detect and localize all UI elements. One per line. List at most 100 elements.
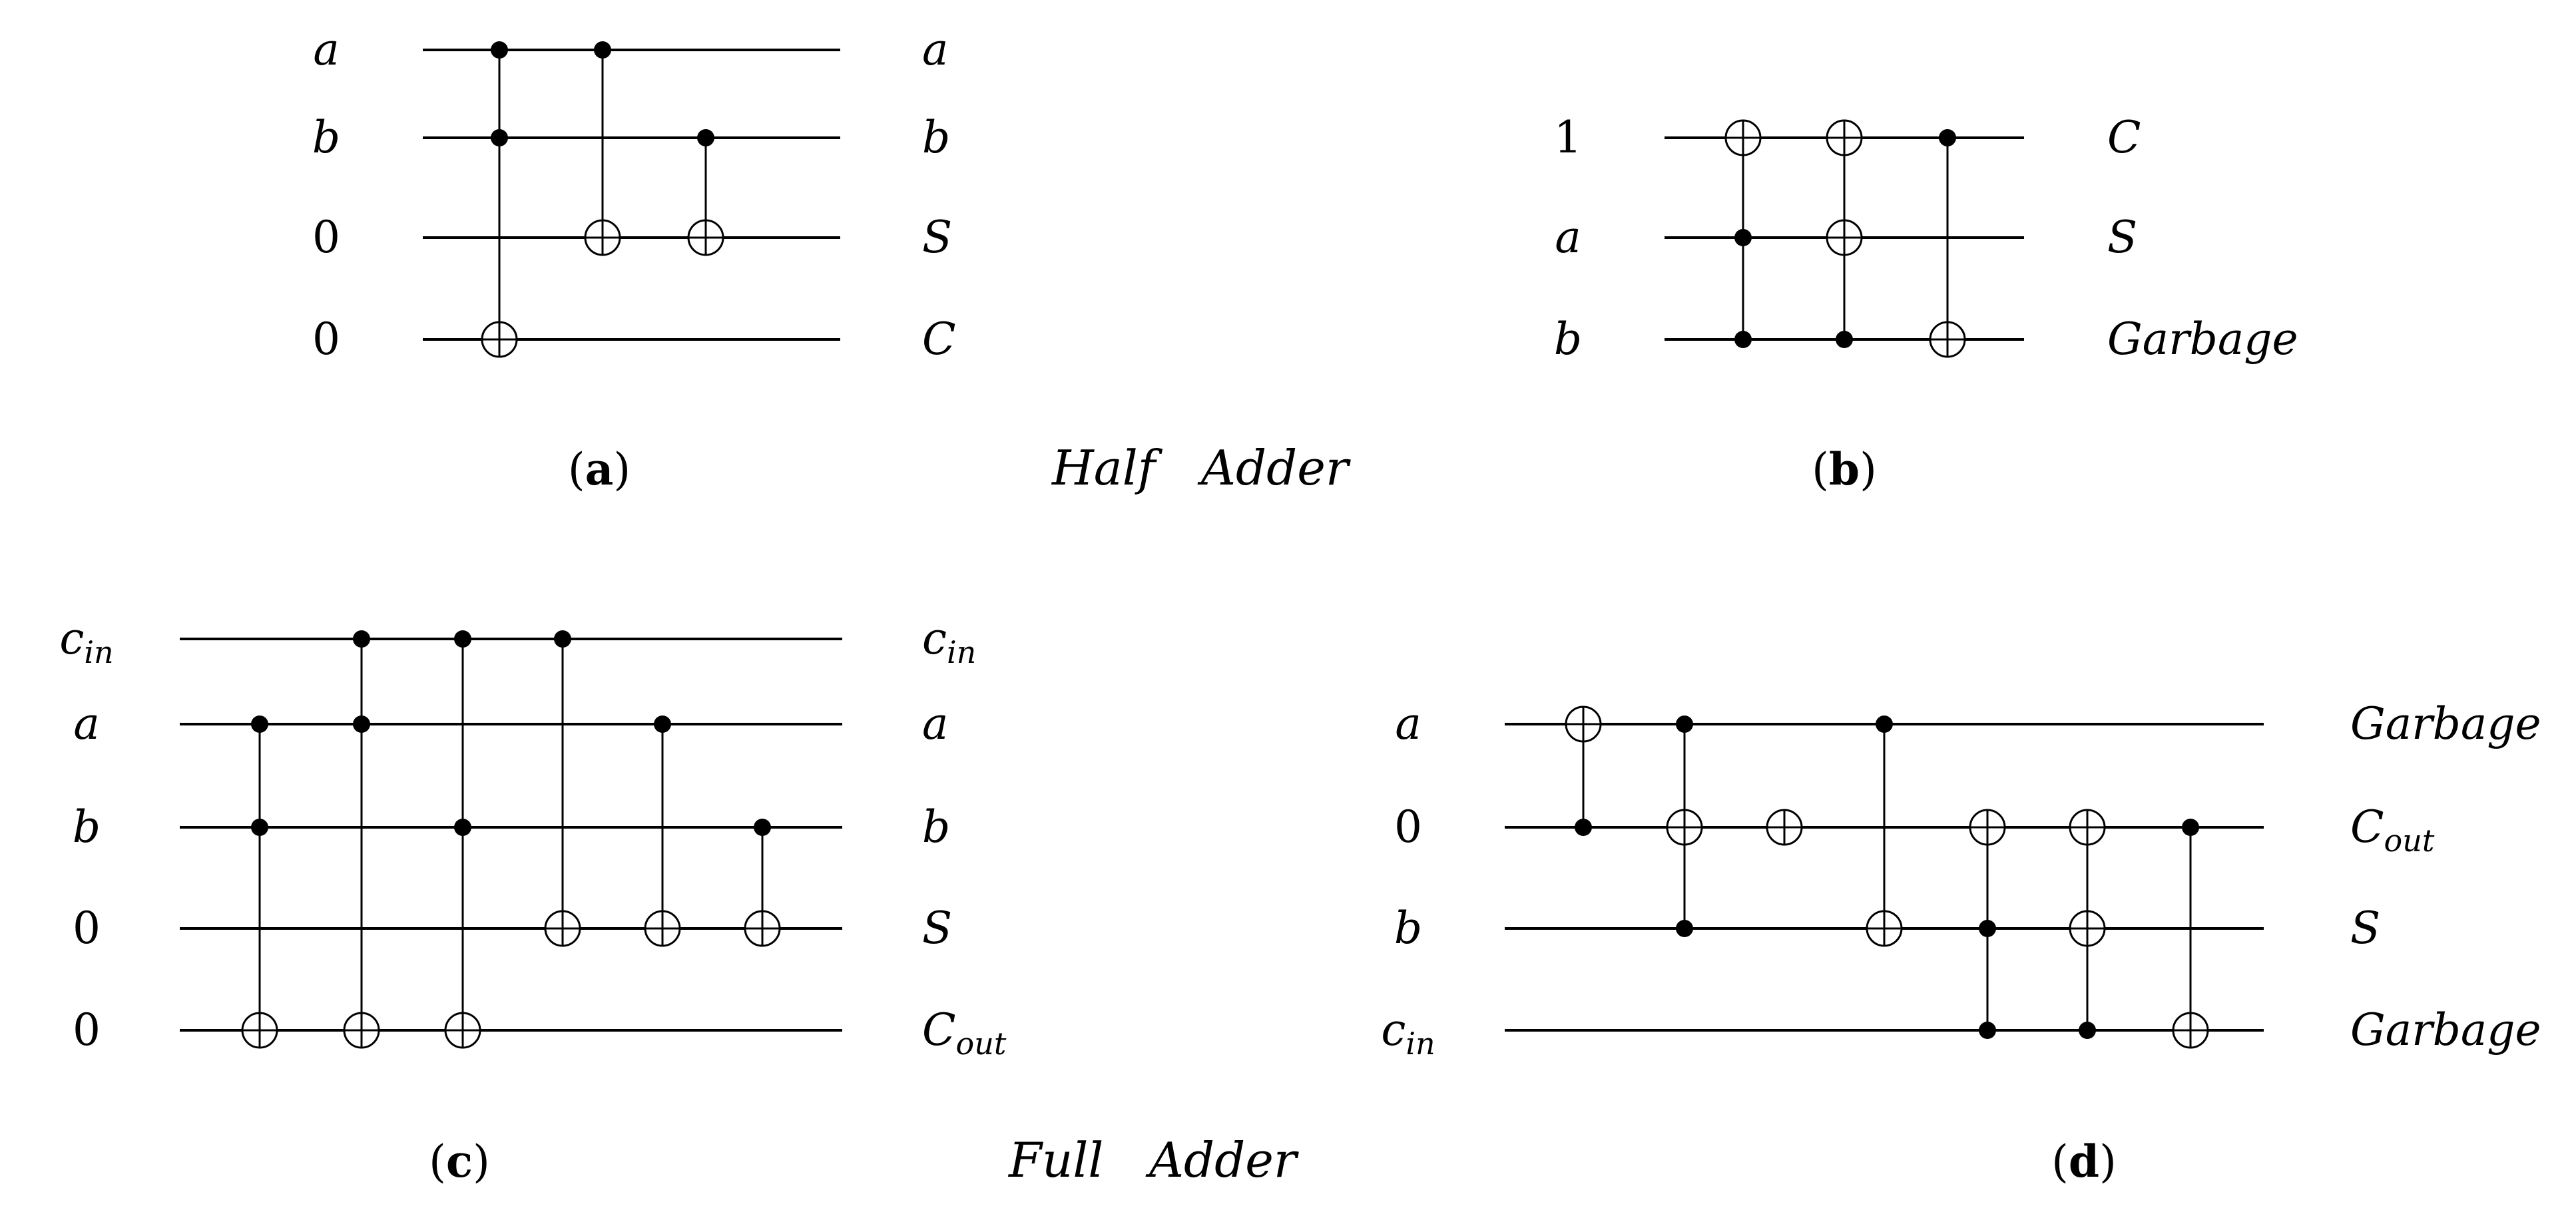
cnot-target-icon — [2069, 910, 2106, 947]
gate — [544, 630, 581, 947]
control-dot-icon — [654, 715, 671, 733]
control-dot-icon — [2182, 819, 2199, 836]
control-dot-icon — [251, 819, 268, 836]
output-label: Cout — [922, 1004, 1007, 1062]
cnot-target-icon — [644, 910, 681, 947]
output-label: Garbage — [2350, 698, 2541, 749]
input-label: b — [312, 112, 340, 163]
cnot-target-icon — [343, 1012, 380, 1049]
output-label: S — [922, 212, 952, 263]
input-label: 0 — [1394, 801, 1422, 853]
panel-caption: (d) — [2051, 1135, 2117, 1187]
output-label: b — [922, 112, 950, 163]
control-dot-icon — [491, 129, 508, 146]
control-dot-icon — [1979, 1022, 1996, 1039]
cnot-target-icon — [584, 219, 621, 256]
output-label: C — [2107, 112, 2141, 163]
output-label: b — [922, 801, 950, 853]
control-dot-icon — [1979, 920, 1996, 937]
gate — [481, 41, 518, 358]
gate — [2069, 809, 2106, 1039]
output-label: S — [2107, 212, 2137, 263]
output-label: Garbage — [2107, 313, 2298, 365]
half-adder-title: Half Adder — [1051, 440, 1351, 496]
input-label: 1 — [1554, 112, 1582, 163]
control-dot-icon — [454, 819, 471, 836]
output-label: a — [922, 24, 948, 75]
gate — [644, 715, 681, 947]
panel-b-half-adder-circuit-2: 1 ab CS Garbage (b) — [1554, 112, 2298, 495]
control-dot-icon — [353, 715, 370, 733]
input-label: 0 — [73, 1004, 101, 1056]
gate — [1565, 705, 1602, 836]
cnot-target-icon — [744, 910, 781, 947]
control-dot-icon — [554, 630, 571, 648]
input-label: b — [73, 801, 101, 853]
cnot-target-icon — [1826, 219, 1863, 256]
control-dot-icon — [491, 41, 508, 59]
panel-caption: (c) — [429, 1135, 490, 1187]
input-label: a — [313, 24, 339, 75]
cnot-target-icon — [544, 910, 581, 947]
gate — [241, 715, 278, 1049]
gate — [584, 41, 621, 256]
control-dot-icon — [353, 630, 370, 648]
output-label: a — [922, 698, 948, 749]
cnot-target-icon — [481, 321, 518, 358]
control-dot-icon — [754, 819, 771, 836]
gate — [1929, 129, 1966, 358]
output-label: Garbage — [2350, 1004, 2541, 1056]
cnot-target-icon — [241, 1012, 278, 1049]
control-dot-icon — [1575, 819, 1592, 836]
gate — [1666, 715, 1703, 937]
input-label: a — [73, 698, 99, 749]
control-dot-icon — [454, 630, 471, 648]
input-label: b — [1554, 313, 1582, 365]
input-label: 0 — [73, 903, 101, 954]
gate — [2172, 819, 2209, 1049]
output-label: S — [2350, 903, 2380, 954]
control-dot-icon — [1876, 715, 1893, 733]
output-label: S — [922, 903, 952, 954]
cnot-target-icon — [1766, 809, 1803, 846]
input-label: 0 — [312, 212, 340, 263]
cnot-target-icon — [1866, 910, 1903, 947]
cnot-target-icon — [2069, 809, 2106, 846]
input-label: 0 — [312, 313, 340, 365]
panel-caption: (a) — [568, 443, 631, 495]
input-label: cin — [59, 613, 113, 670]
control-dot-icon — [1734, 229, 1752, 246]
input-label: b — [1394, 903, 1422, 954]
cnot-target-icon — [687, 219, 724, 256]
output-label: cin — [922, 613, 976, 670]
cnot-target-icon — [1826, 119, 1863, 156]
input-label: cin — [1381, 1004, 1435, 1062]
cnot-target-icon — [444, 1012, 481, 1049]
gate — [744, 819, 781, 947]
cnot-target-icon — [2172, 1012, 2209, 1049]
control-dot-icon — [1836, 331, 1853, 348]
control-dot-icon — [251, 715, 268, 733]
control-dot-icon — [1734, 331, 1752, 348]
full-adder-title: Full Adder — [1007, 1132, 1299, 1188]
input-label: a — [1395, 698, 1421, 749]
control-dot-icon — [2079, 1022, 2096, 1039]
cnot-target-icon — [1929, 321, 1966, 358]
cnot-target-icon — [1565, 705, 1602, 743]
gate — [1724, 119, 1762, 348]
cnot-target-icon — [1969, 809, 2006, 846]
input-label: a — [1555, 212, 1581, 263]
panel-caption: (b) — [1812, 443, 1877, 495]
gate — [1866, 715, 1903, 947]
control-dot-icon — [697, 129, 714, 146]
gate — [687, 129, 724, 256]
output-label: C — [922, 313, 956, 365]
control-dot-icon — [1676, 715, 1693, 733]
cnot-target-icon — [1666, 809, 1703, 846]
cnot-target-icon — [1724, 119, 1762, 156]
output-label: Cout — [2350, 801, 2435, 859]
